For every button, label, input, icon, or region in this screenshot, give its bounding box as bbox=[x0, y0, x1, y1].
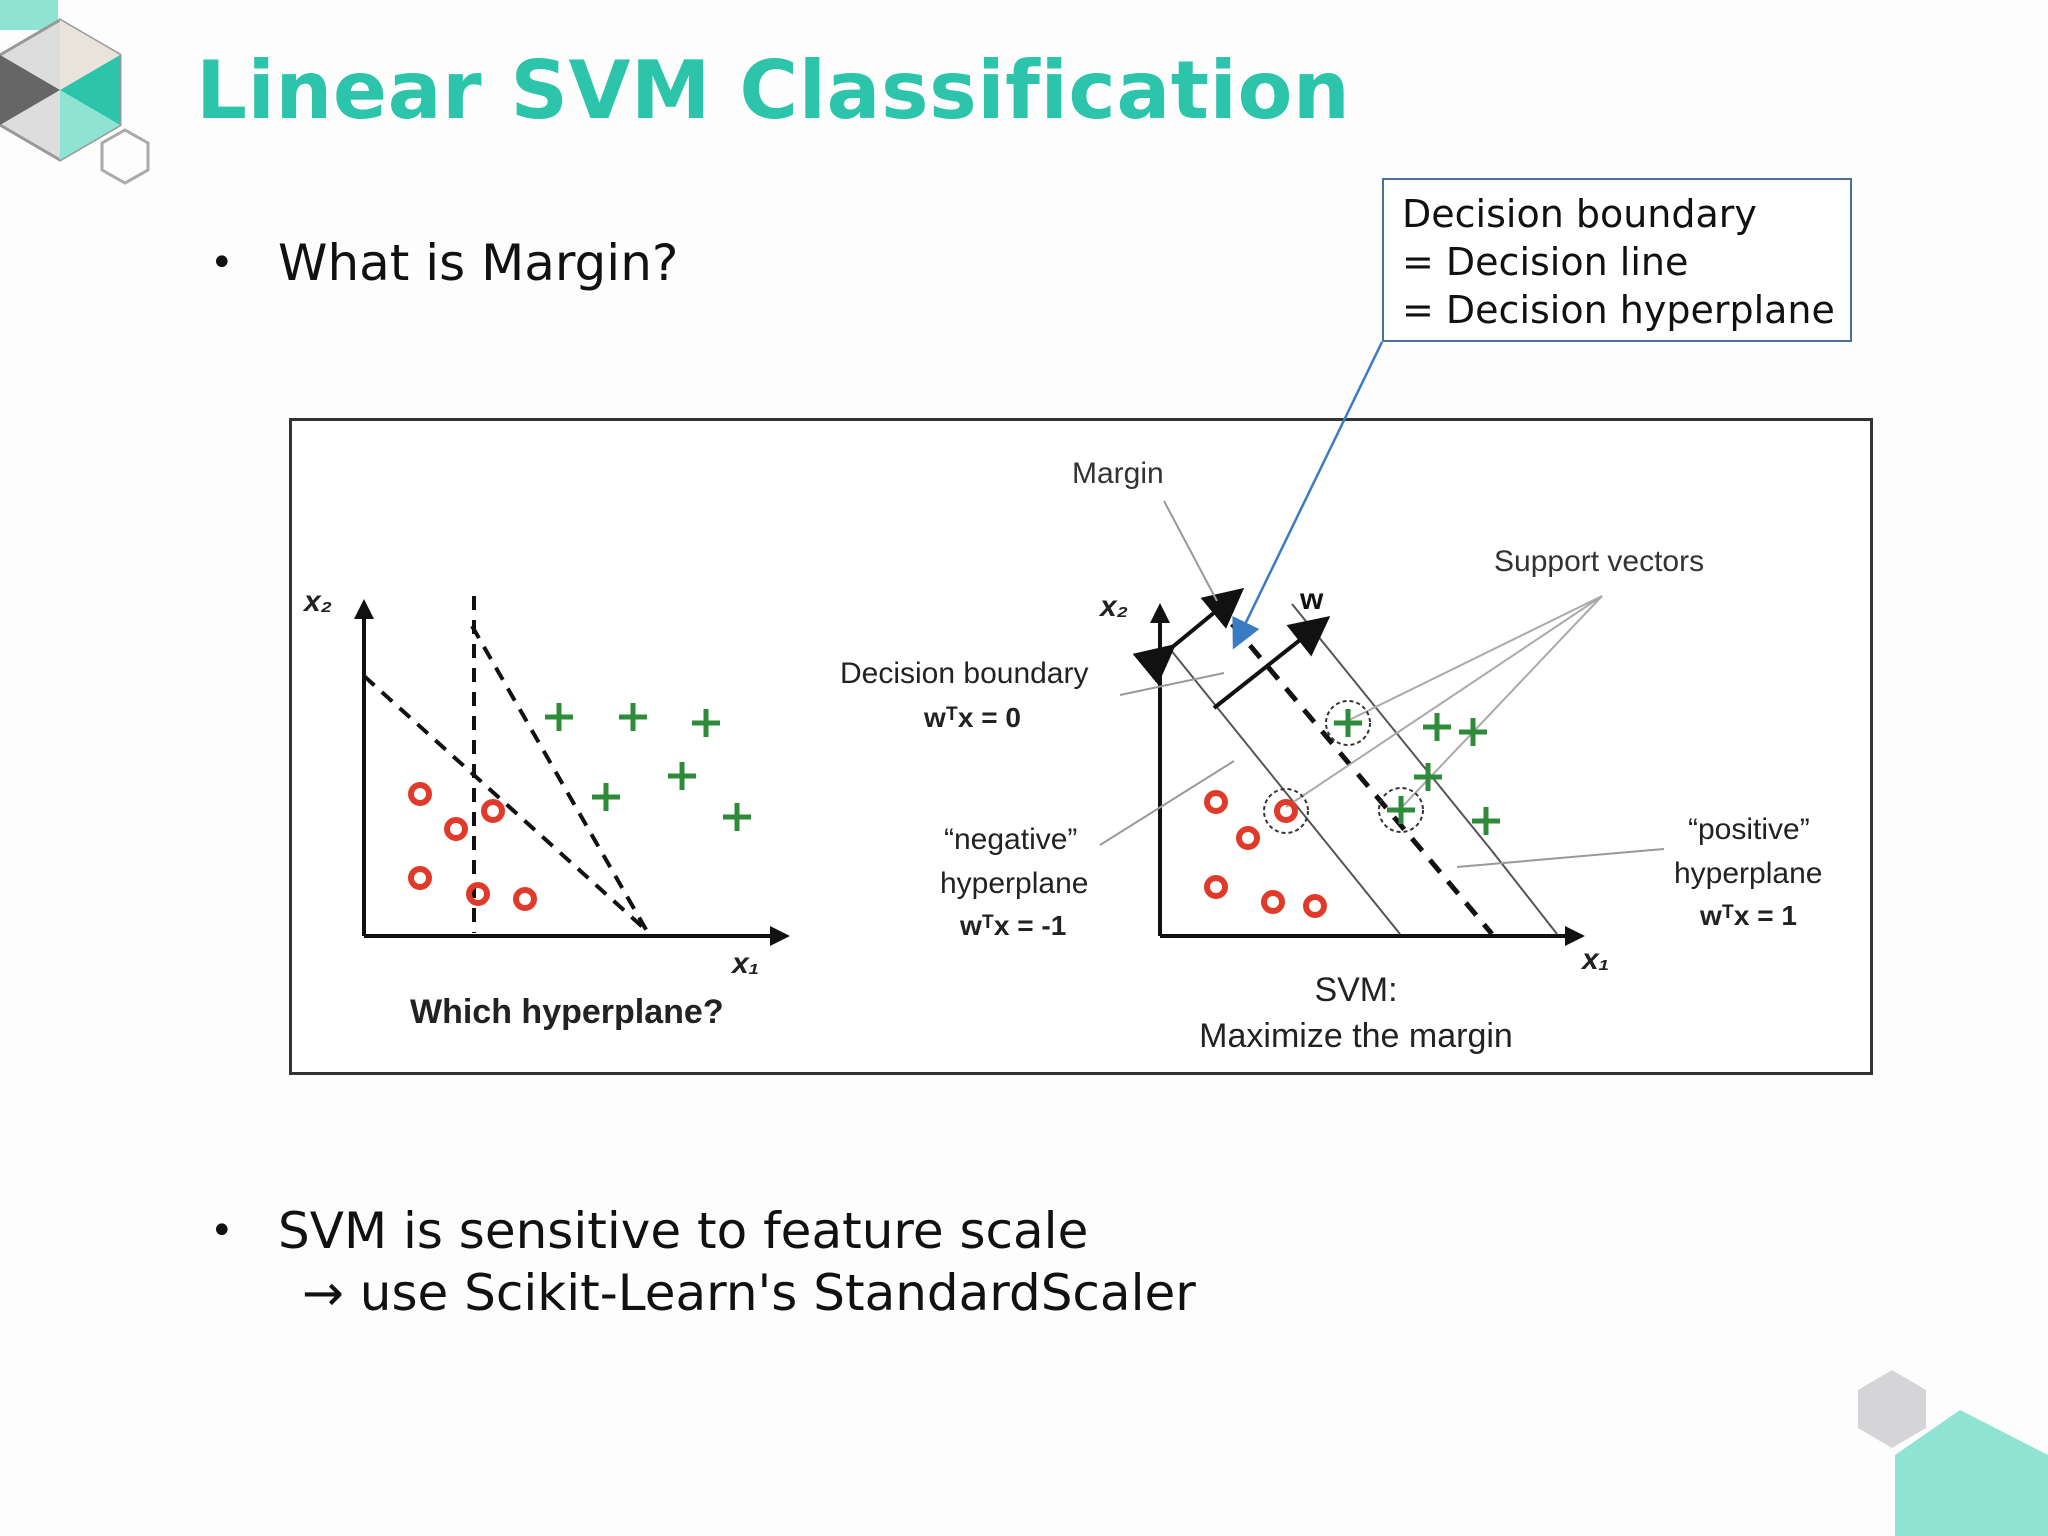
candidate-hyperplane bbox=[362, 674, 649, 933]
callout-line: Decision boundary bbox=[1402, 192, 1757, 236]
right-x-axis-label: x₁ bbox=[1580, 943, 1609, 976]
margin-width-arrow bbox=[1132, 587, 1245, 685]
bullet-subtext: → use Scikit-Learn's StandardScaler bbox=[302, 1264, 1196, 1322]
support-vector-rings bbox=[1263, 700, 1424, 834]
positive-hyperplane-label: “positive” bbox=[1688, 813, 1810, 846]
support-vectors-label: Support vectors bbox=[1494, 545, 1704, 578]
w-vector-arrow bbox=[1212, 616, 1331, 710]
decision-boundary-equation: wᵀx = 0 bbox=[923, 702, 1021, 733]
candidate-hyperplane bbox=[470, 625, 650, 934]
bullet-dot: • bbox=[210, 1208, 234, 1254]
callout-line: = Decision line bbox=[1402, 240, 1689, 284]
w-label: w bbox=[1299, 583, 1324, 616]
page-title: Linear SVM Classification bbox=[196, 44, 1351, 137]
positive-points bbox=[545, 703, 751, 831]
left-x-axis-label: x₁ bbox=[730, 947, 759, 980]
right-panel: x₂ x₁ w Margin Support vectors Decision … bbox=[840, 457, 1822, 1055]
bullet-dot: • bbox=[210, 240, 234, 286]
negative-points bbox=[408, 782, 537, 911]
negative-hyperplane-line bbox=[1169, 648, 1401, 935]
margin-label: Margin bbox=[1072, 457, 1164, 490]
callout-line: = Decision hyperplane bbox=[1402, 288, 1835, 332]
positive-hyperplane-equation: wᵀx = 1 bbox=[1699, 900, 1797, 931]
hexagon-corner-icon bbox=[1858, 1370, 2048, 1536]
negative-hyperplane-label: hyperplane bbox=[940, 867, 1088, 900]
right-y-axis-label: x₂ bbox=[1098, 590, 1128, 623]
svm-figure: x₂ x₁ Which hyperplane? x₂ x₁ bbox=[289, 418, 1873, 1075]
decision-boundary-callout: Decision boundary = Decision line = Deci… bbox=[1382, 178, 1852, 342]
bullet-text: SVM is sensitive to feature scale bbox=[278, 1202, 1089, 1260]
decision-boundary-label: Decision boundary bbox=[840, 657, 1088, 690]
svm-diagram: x₂ x₁ Which hyperplane? x₂ x₁ bbox=[302, 457, 1822, 1055]
positive-points bbox=[1334, 709, 1500, 835]
right-caption: SVM: bbox=[1314, 971, 1397, 1009]
positive-hyperplane-label: hyperplane bbox=[1674, 857, 1822, 890]
left-caption: Which hyperplane? bbox=[410, 993, 724, 1031]
negative-hyperplane-label: “negative” bbox=[944, 823, 1077, 856]
left-y-axis-label: x₂ bbox=[302, 585, 332, 618]
left-panel: x₂ x₁ Which hyperplane? bbox=[302, 585, 790, 1031]
bullet-text: What is Margin? bbox=[278, 234, 679, 292]
negative-hyperplane-equation: wᵀx = -1 bbox=[959, 910, 1066, 941]
negative-points bbox=[1204, 790, 1327, 918]
support-vector-leaders bbox=[1285, 595, 1603, 808]
hexagon-logo-icon bbox=[0, 0, 150, 185]
right-caption: Maximize the margin bbox=[1199, 1017, 1513, 1055]
positive-hyperplane-line bbox=[1291, 603, 1493, 852]
decision-boundary-line bbox=[1230, 622, 1494, 936]
